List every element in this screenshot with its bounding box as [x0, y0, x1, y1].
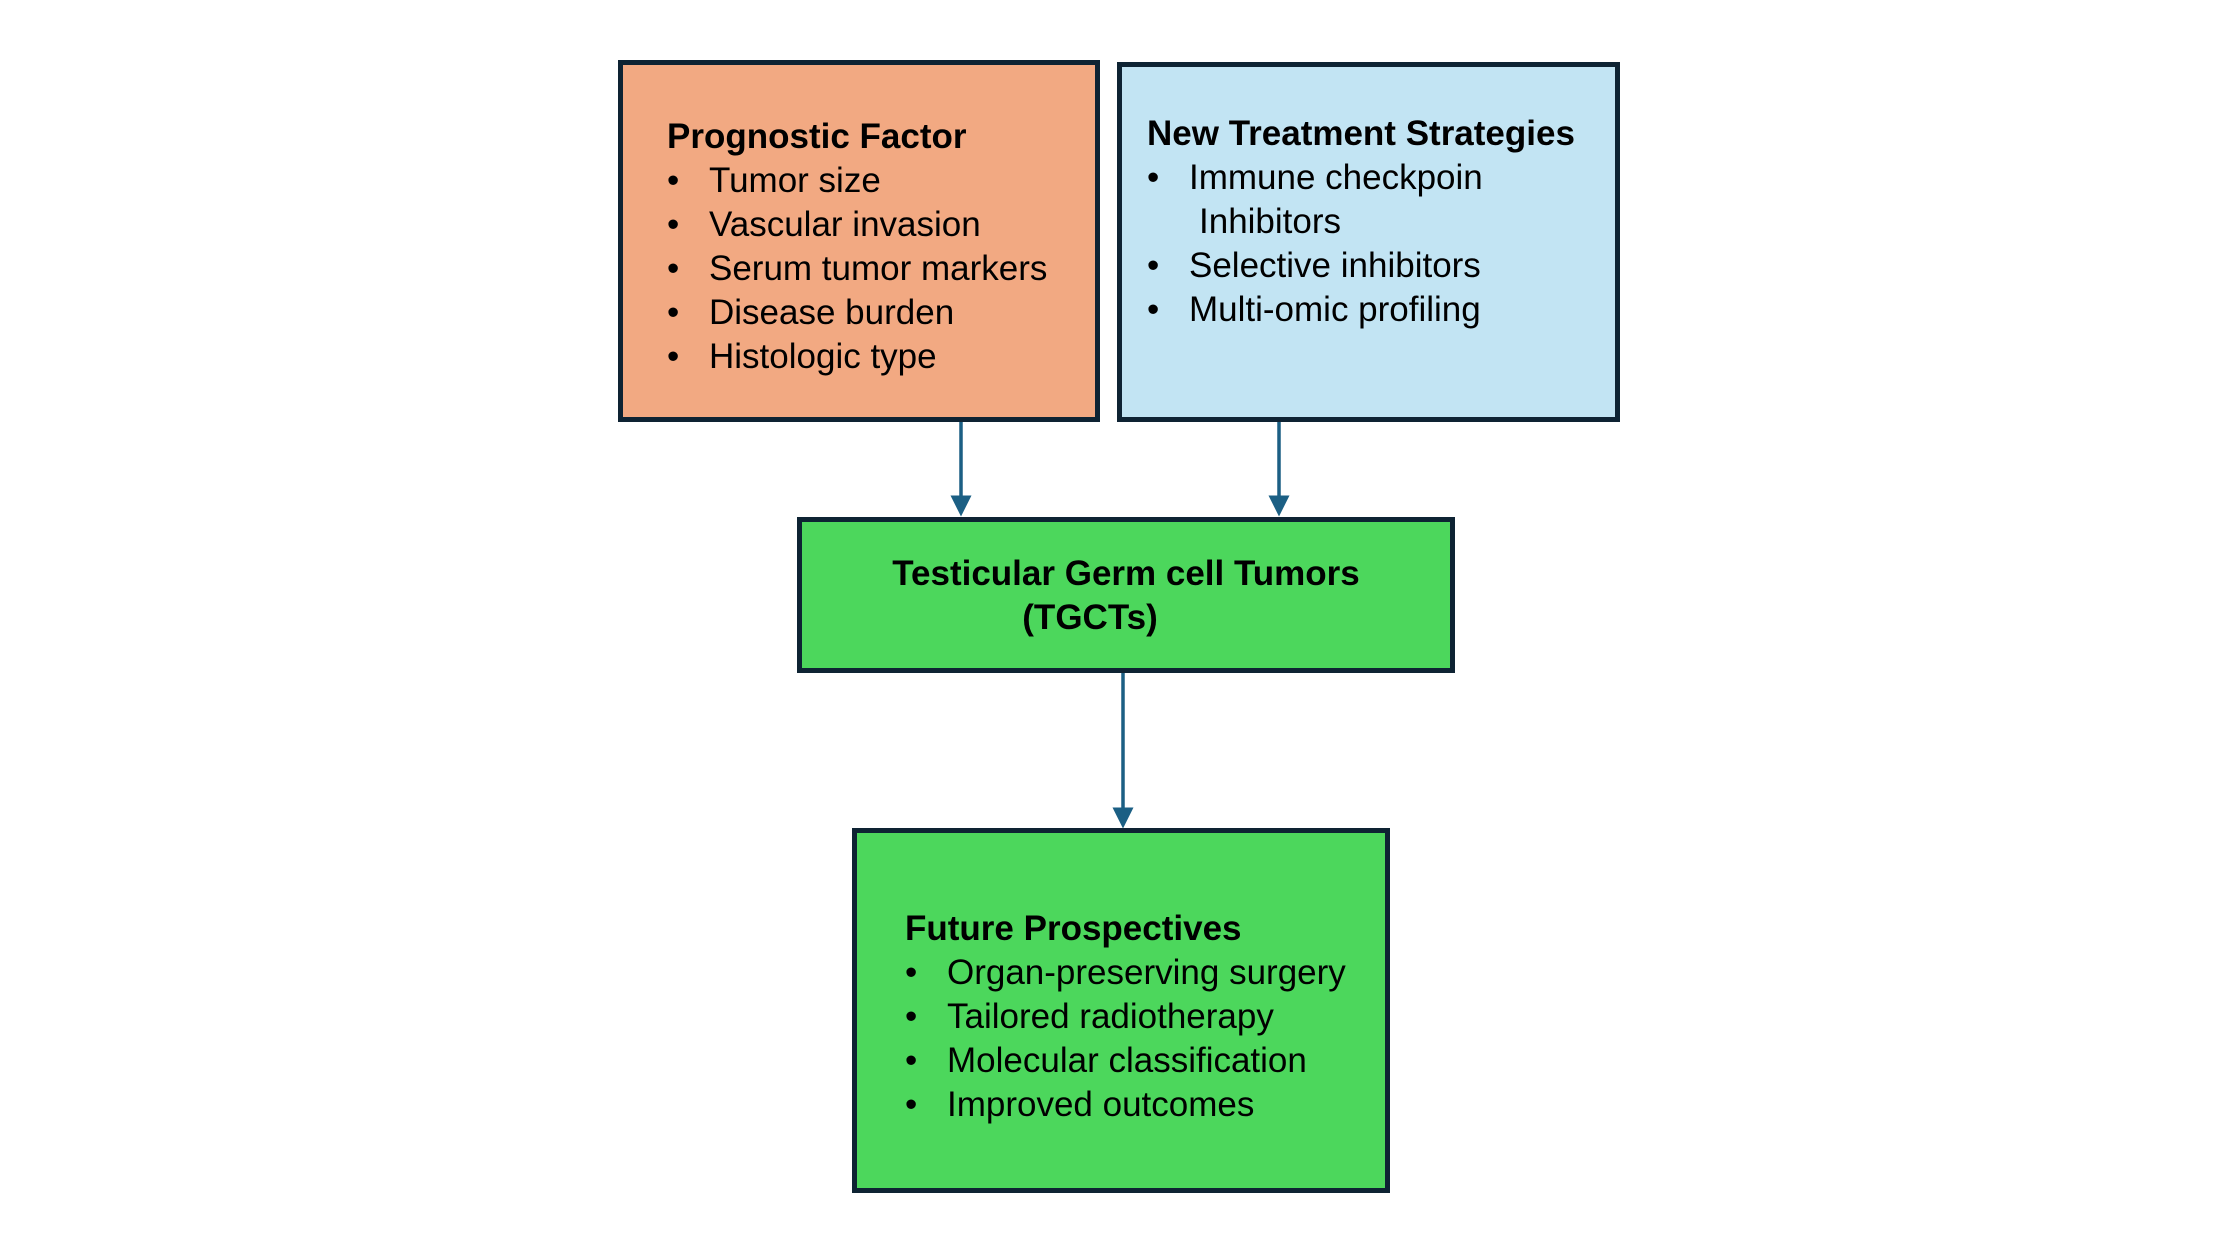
future-prospectives-list: • Organ-preserving surgery • Tailored radi… [905, 951, 1385, 1127]
tgct-abbreviation: (TGCTs) [1022, 598, 1158, 637]
list-item-label: Selective inhibitors [1189, 246, 1481, 285]
tgct-center-box: Testicular Germ cell Tumors (TGCTs) [797, 517, 1455, 673]
list-item: • Serum tumor markers [667, 247, 1095, 291]
list-item-label: Organ-preserving surgery [947, 953, 1346, 992]
treatment-strategies-list: • Immune checkpoin Inhibitors • Selective … [1147, 156, 1615, 332]
bullet-icon: • [905, 997, 918, 1036]
list-item-continuation: Inhibitors [1147, 200, 1615, 244]
list-item: • Immune checkpoin [1147, 156, 1615, 200]
list-item: • Tailored radiotherapy [905, 995, 1385, 1039]
list-item-label: Histologic type [709, 337, 937, 376]
list-item: • Improved outcomes [905, 1083, 1385, 1127]
bullet-icon: • [905, 953, 918, 992]
list-item-label: Multi-omic profiling [1189, 290, 1481, 329]
bullet-icon: • [667, 205, 680, 244]
list-item: • Histologic type [667, 335, 1095, 379]
list-item-label: Disease burden [709, 293, 955, 332]
list-item-label: Molecular classification [947, 1041, 1307, 1080]
treatment-strategies-title: New Treatment Strategies [1147, 114, 1575, 153]
list-item-label: Vascular invasion [709, 205, 981, 244]
prognostic-factor-box: Prognostic Factor • Tumor size • Vascular … [618, 60, 1100, 422]
bullet-icon: • [905, 1085, 918, 1124]
list-item: • Vascular invasion [667, 203, 1095, 247]
tgct-title: Testicular Germ cell Tumors [892, 554, 1360, 593]
bullet-icon: • [667, 161, 680, 200]
treatment-strategies-box: New Treatment Strategies • Immune checkpo… [1117, 62, 1620, 422]
list-item: • Multi-omic profiling [1147, 288, 1615, 332]
list-item-label: Serum tumor markers [709, 249, 1048, 288]
bullet-icon: • [667, 249, 680, 288]
future-prospectives-title: Future Prospectives [905, 909, 1242, 948]
list-item: • Molecular classification [905, 1039, 1385, 1083]
future-prospectives-box: Future Prospectives • Organ-preserving su… [852, 828, 1390, 1193]
bullet-icon: • [667, 337, 680, 376]
list-item-label: Tailored radiotherapy [947, 997, 1274, 1036]
prognostic-factor-title: Prognostic Factor [667, 117, 967, 156]
bullet-icon: • [1147, 158, 1160, 197]
list-item-label: Inhibitors [1199, 202, 1342, 241]
bullet-icon: • [905, 1041, 918, 1080]
list-item-label: Improved outcomes [947, 1085, 1255, 1124]
bullet-icon: • [1147, 246, 1160, 285]
bullet-icon: • [667, 293, 680, 332]
list-item-label: Immune checkpoin [1189, 158, 1483, 197]
list-item: • Tumor size [667, 159, 1095, 203]
list-item: • Disease burden [667, 291, 1095, 335]
list-item: • Organ-preserving surgery [905, 951, 1385, 995]
prognostic-factor-list: • Tumor size • Vascular invasion • Serum tu… [667, 159, 1095, 379]
bullet-icon: • [1147, 290, 1160, 329]
list-item-label: Tumor size [709, 161, 881, 200]
list-item: • Selective inhibitors [1147, 244, 1615, 288]
